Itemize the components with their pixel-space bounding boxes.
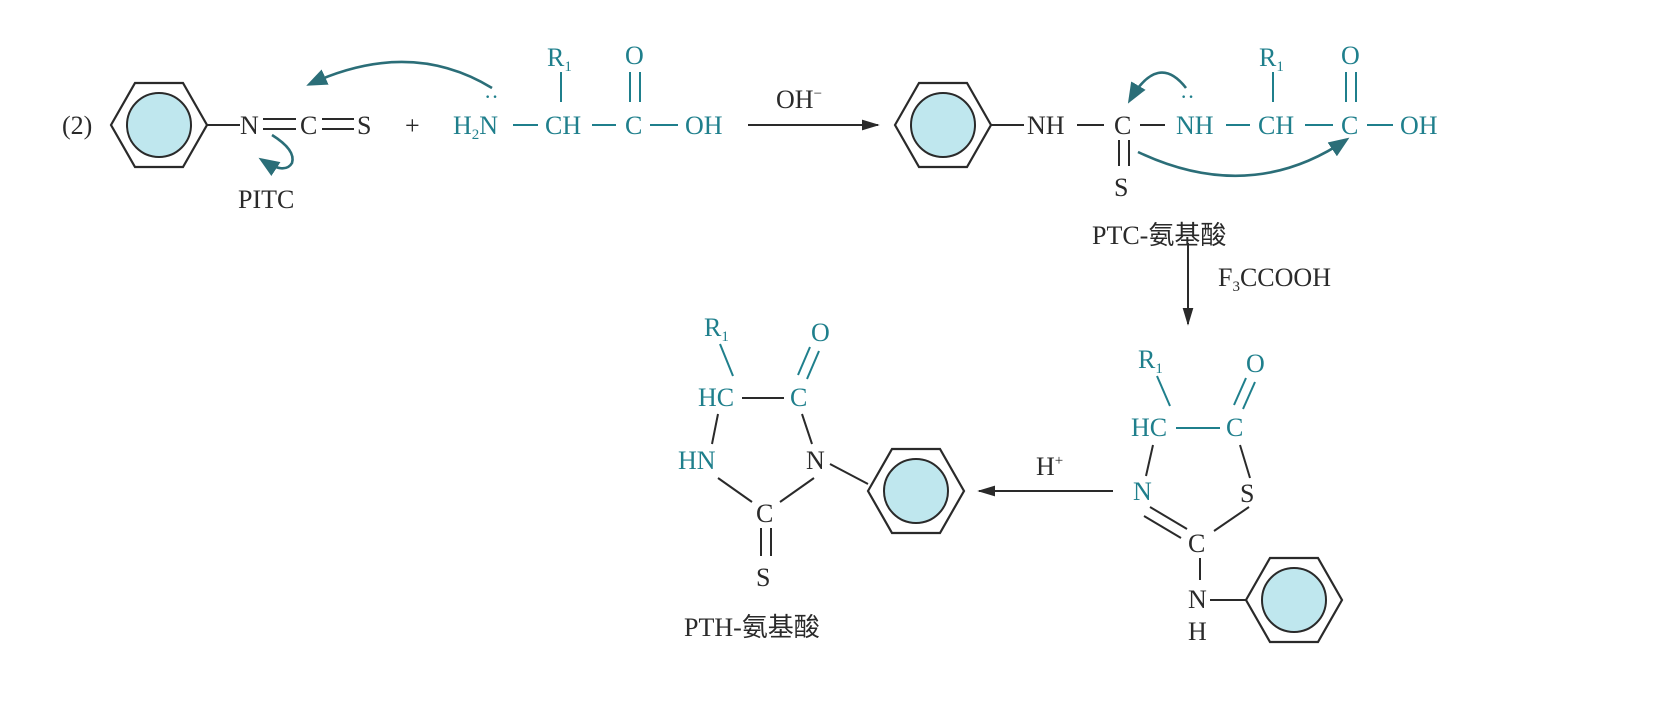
aa-ch: CH bbox=[545, 111, 581, 140]
curved-arrow-ptc-2 bbox=[1137, 137, 1350, 178]
benzene-ring-thiazolinone bbox=[1244, 556, 1344, 644]
aa-oh: OH bbox=[685, 111, 723, 140]
pitc-label: PITC bbox=[238, 185, 294, 214]
benzene-ring-ptc bbox=[893, 81, 993, 169]
arrow1-reagent: OH− bbox=[776, 85, 822, 114]
thz-o: O bbox=[1246, 349, 1265, 378]
ptc-oh: OH bbox=[1400, 111, 1438, 140]
thz-c2: C bbox=[1188, 529, 1205, 558]
lone-pair-dots-2: ·· bbox=[1180, 84, 1195, 109]
ptc-c: C bbox=[1114, 111, 1131, 140]
curved-arrow-ptc-1 bbox=[1127, 71, 1188, 104]
thz-h: H bbox=[1188, 617, 1207, 646]
ptc-label: PTC-氨基酸 bbox=[1092, 221, 1226, 250]
arrow3-reagent: H+ bbox=[1036, 452, 1063, 481]
aa-h2n: H2N bbox=[453, 111, 498, 143]
curved-arrow-electron-shift bbox=[258, 133, 294, 177]
pth-n: N bbox=[806, 446, 825, 475]
pth-hn: HN bbox=[678, 446, 716, 475]
benzene-ring-pth bbox=[866, 447, 966, 535]
pth-c: C bbox=[790, 383, 807, 412]
ptc-nh: NH bbox=[1027, 111, 1065, 140]
ptc-c2: C bbox=[1341, 111, 1358, 140]
thz-c: C bbox=[1226, 413, 1243, 442]
ptc-s: S bbox=[1114, 173, 1128, 202]
aa-c: C bbox=[625, 111, 642, 140]
ptc-nh-2: NH bbox=[1176, 111, 1214, 140]
curved-arrow-attack bbox=[306, 60, 493, 90]
aa-r1: R1 bbox=[547, 43, 572, 75]
thz-hc: HC bbox=[1131, 413, 1167, 442]
pitc-c: C bbox=[300, 111, 317, 140]
thz-s: S bbox=[1240, 479, 1254, 508]
pitc-s: S bbox=[357, 111, 371, 140]
thz-n: N bbox=[1133, 477, 1152, 506]
step-label: (2) bbox=[62, 111, 92, 140]
arrow2-reagent: F3CCOOH bbox=[1218, 263, 1331, 295]
benzene-ring-pitc bbox=[109, 81, 209, 169]
pth-r1: R1 bbox=[704, 313, 729, 345]
ptc-ch: CH bbox=[1258, 111, 1294, 140]
plus-sign: + bbox=[405, 111, 420, 140]
pth-hc: HC bbox=[698, 383, 734, 412]
ptc-r1: R1 bbox=[1259, 43, 1284, 75]
pth-o: O bbox=[811, 318, 830, 347]
pth-s: S bbox=[756, 563, 770, 592]
thz-r1: R1 bbox=[1138, 345, 1163, 377]
thz-n2: N bbox=[1188, 585, 1207, 614]
ptc-o: O bbox=[1341, 41, 1360, 70]
pth-c2: C bbox=[756, 499, 773, 528]
pitc-n: N bbox=[240, 111, 259, 140]
pth-label: PTH-氨基酸 bbox=[684, 613, 820, 642]
aa-o: O bbox=[625, 41, 644, 70]
lone-pair-dots: ·· bbox=[484, 84, 499, 109]
